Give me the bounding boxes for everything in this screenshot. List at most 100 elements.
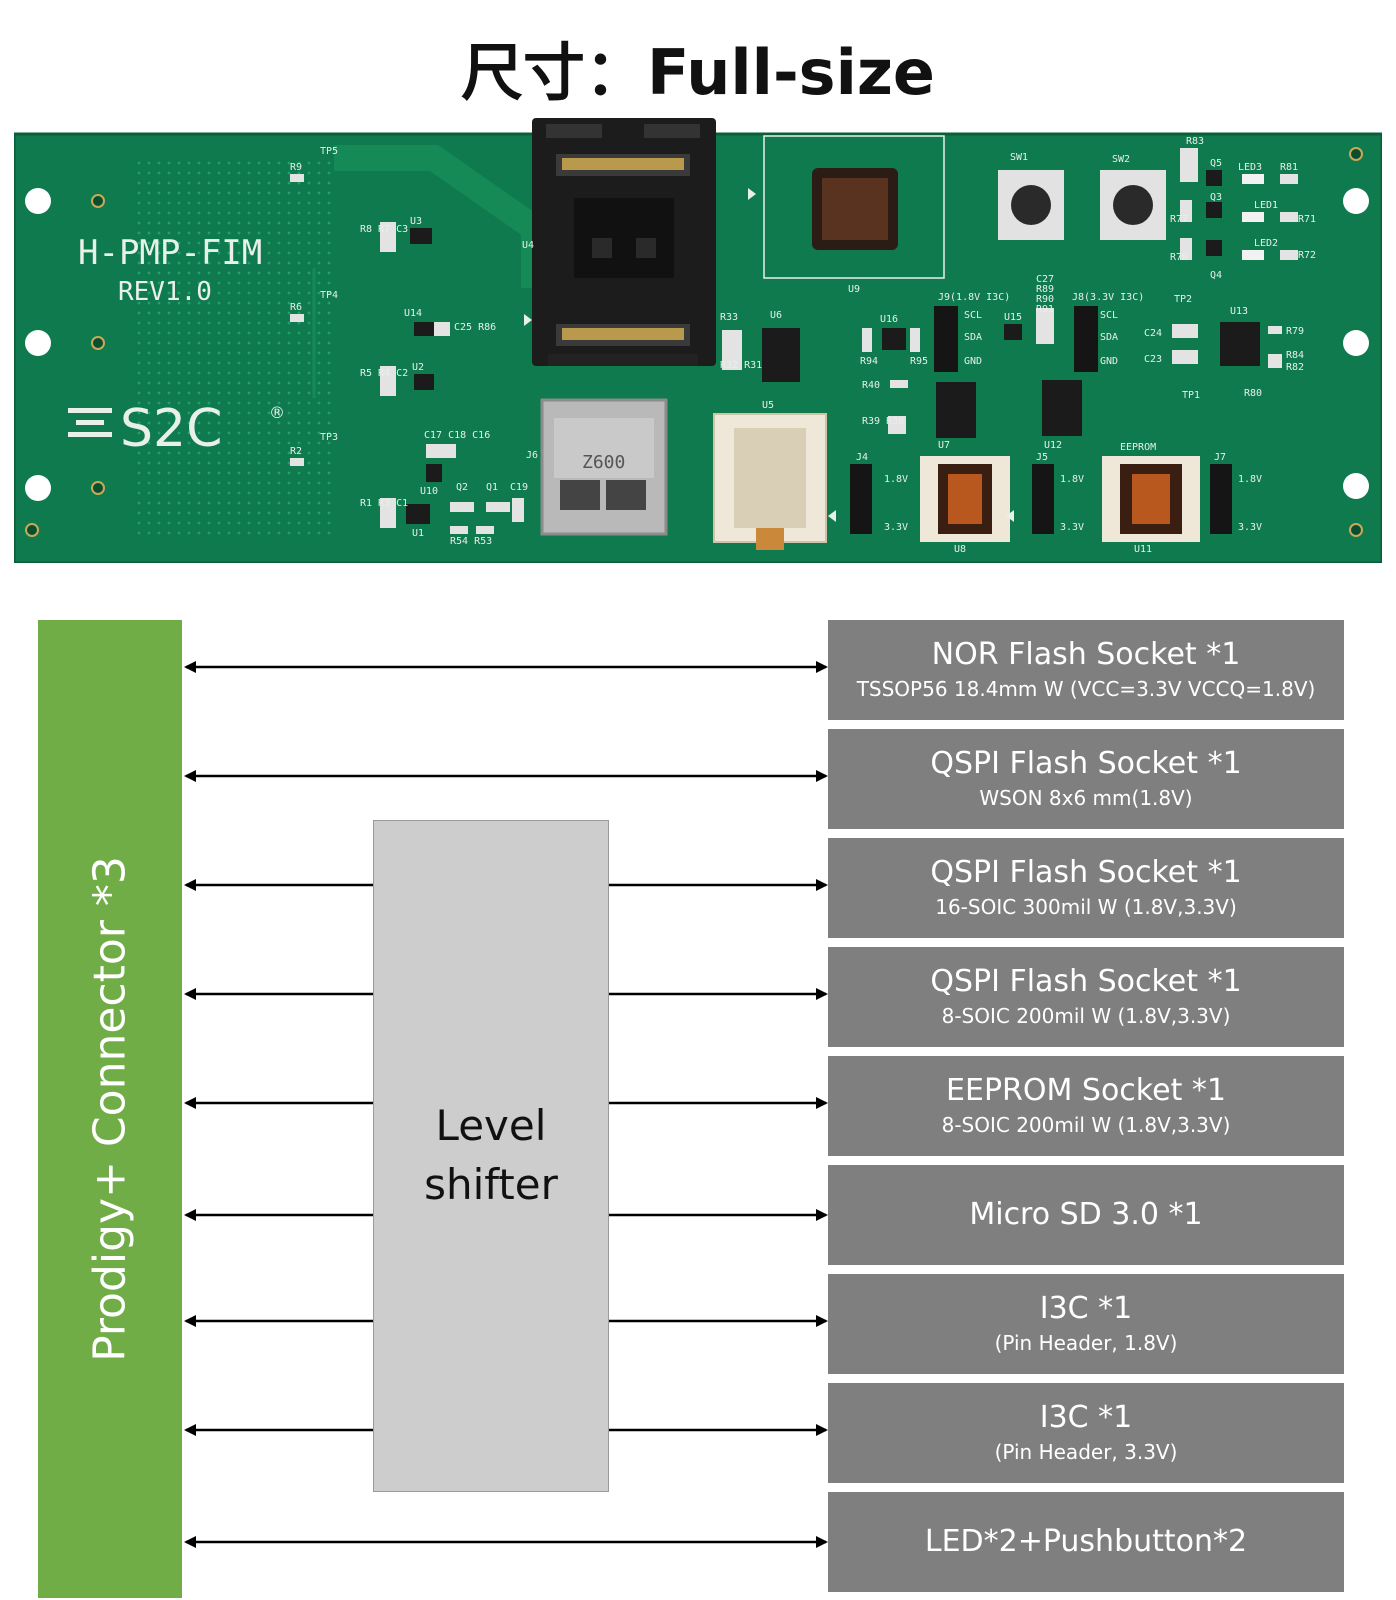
svg-text:TP1: TP1	[1182, 390, 1200, 401]
nor-flash-socket	[532, 118, 716, 366]
svg-text:U1: U1	[412, 528, 424, 539]
svg-text:R91: R91	[1036, 304, 1054, 315]
interface-box-subtitle: (Pin Header, 1.8V)	[994, 1330, 1178, 1355]
svg-text:J5: J5	[1036, 452, 1048, 463]
leds	[1242, 174, 1264, 260]
svg-text:R39 R38: R39 R38	[862, 416, 904, 427]
svg-text:Q4: Q4	[1210, 270, 1222, 281]
pcb-markers	[524, 188, 1014, 522]
svg-text:TP2: TP2	[1174, 294, 1192, 305]
svg-text:R81: R81	[1280, 162, 1298, 173]
prodigy-connector-block: Prodigy+ Connector *3	[38, 620, 182, 1598]
svg-text:SW1: SW1	[1010, 152, 1028, 163]
svg-text:R5 R4 C2: R5 R4 C2	[360, 368, 408, 379]
svg-text:SDA: SDA	[964, 332, 982, 343]
svg-text:3.3V: 3.3V	[1238, 522, 1262, 533]
svg-text:R32 R31: R32 R31	[720, 360, 762, 371]
arrow-layer	[184, 661, 828, 1548]
micro-sd-slot: Z600	[540, 398, 668, 536]
svg-text:C25 R86: C25 R86	[454, 322, 496, 333]
interface-box-title: LED*2+Pushbutton*2	[924, 1524, 1248, 1560]
svg-text:Z600: Z600	[582, 452, 625, 473]
svg-text:1.8V: 1.8V	[884, 474, 908, 485]
svg-text:U3: U3	[410, 216, 422, 227]
interface-box-title: QSPI Flash Socket *1	[930, 855, 1242, 891]
svg-text:R94: R94	[860, 356, 878, 367]
board-revision: REV1.0	[118, 277, 212, 307]
svg-text:®: ®	[269, 403, 285, 422]
svg-text:LED3: LED3	[1238, 162, 1262, 173]
mounting-holes	[25, 147, 1369, 537]
level-shifter-block: Level shifter	[373, 820, 609, 1492]
svg-text:U13: U13	[1230, 306, 1248, 317]
svg-text:LED2: LED2	[1254, 238, 1278, 249]
svg-text:J6: J6	[526, 450, 538, 461]
svg-text:SCL: SCL	[1100, 310, 1118, 321]
svg-text:J7: J7	[1214, 452, 1226, 463]
passive-pads	[290, 148, 1298, 534]
svg-text:3.3V: 3.3V	[1060, 522, 1084, 533]
svg-text:R71: R71	[1298, 214, 1316, 225]
svg-text:R54 R53: R54 R53	[450, 536, 492, 547]
svg-text:LED1: LED1	[1254, 200, 1278, 211]
svg-text:Q2: Q2	[456, 482, 468, 493]
s2c-logo: S2C ®	[68, 399, 285, 459]
pcb-ics	[406, 170, 1260, 524]
svg-text:C23: C23	[1144, 354, 1162, 365]
svg-text:1.8V: 1.8V	[1238, 474, 1262, 485]
soic-socket-u8	[920, 456, 1010, 542]
svg-text:R33: R33	[720, 312, 738, 323]
svg-text:Q1: Q1	[486, 482, 498, 493]
svg-text:R79: R79	[1286, 326, 1304, 337]
pushbutton-sw1	[998, 170, 1064, 240]
interface-box-title: I3C *1	[1039, 1291, 1133, 1327]
svg-text:C27: C27	[1036, 274, 1054, 285]
soic-socket-u11	[1102, 456, 1200, 542]
interface-box-subtitle: (Pin Header, 3.3V)	[994, 1439, 1178, 1464]
interface-box-subtitle: WSON 8x6 mm(1.8V)	[979, 785, 1193, 810]
interface-box: QSPI Flash Socket *1 8-SOIC 200mil W (1.8…	[828, 947, 1344, 1047]
svg-text:R72: R72	[1298, 250, 1316, 261]
svg-text:C17 C18 C16: C17 C18 C16	[424, 430, 490, 441]
svg-text:R82: R82	[1286, 362, 1304, 373]
svg-text:EEPROM: EEPROM	[1120, 442, 1156, 453]
svg-text:R78: R78	[1170, 252, 1188, 263]
svg-text:U15: U15	[1004, 312, 1022, 323]
silkscreen-labels: TP5 TP4 TP3 R9 R6 R2 R8 R7 C3 U3 U4 U14 …	[290, 136, 1316, 555]
interface-box-title: EEPROM Socket *1	[946, 1073, 1226, 1109]
interface-box-subtitle: 8-SOIC 200mil W (1.8V,3.3V)	[941, 1003, 1231, 1028]
svg-text:TP4: TP4	[320, 290, 338, 301]
interface-box-title: QSPI Flash Socket *1	[930, 964, 1242, 1000]
svg-text:SDA: SDA	[1100, 332, 1118, 343]
svg-text:GND: GND	[964, 356, 982, 367]
interface-box: Micro SD 3.0 *1	[828, 1165, 1344, 1265]
svg-text:R90: R90	[1036, 294, 1054, 305]
svg-text:R8 R7 C3: R8 R7 C3	[360, 224, 408, 235]
svg-text:U4: U4	[522, 240, 534, 251]
svg-text:TP5: TP5	[320, 146, 338, 157]
svg-text:SCL: SCL	[964, 310, 982, 321]
svg-text:Q5: Q5	[1210, 158, 1222, 169]
svg-text:U5: U5	[762, 400, 774, 411]
wson-socket	[763, 135, 945, 279]
interface-box: LED*2+Pushbutton*2	[828, 1492, 1344, 1592]
svg-text:R40: R40	[862, 380, 880, 391]
interface-box-title: I3C *1	[1039, 1400, 1133, 1436]
svg-text:C24: C24	[1144, 328, 1162, 339]
svg-text:U16: U16	[880, 314, 898, 325]
svg-text:R89: R89	[1036, 284, 1054, 295]
svg-text:R1 R3 C1: R1 R3 C1	[360, 498, 408, 509]
interface-box-title: QSPI Flash Socket *1	[930, 746, 1242, 782]
svg-text:U10: U10	[420, 486, 438, 497]
pcb-board: H-PMP-FIM REV1.0 S2C ® Z600	[14, 118, 1382, 563]
svg-text:U9: U9	[848, 284, 860, 295]
via-grid-left	[134, 158, 334, 538]
pcb-photo: H-PMP-FIM REV1.0 S2C ® Z600	[14, 118, 1382, 563]
board-name: H-PMP-FIM	[78, 233, 262, 273]
svg-text:C19: C19	[510, 482, 528, 493]
svg-text:U12: U12	[1044, 440, 1062, 451]
interface-box-subtitle: TSSOP56 18.4mm W (VCC=3.3V VCCQ=1.8V)	[856, 676, 1316, 701]
